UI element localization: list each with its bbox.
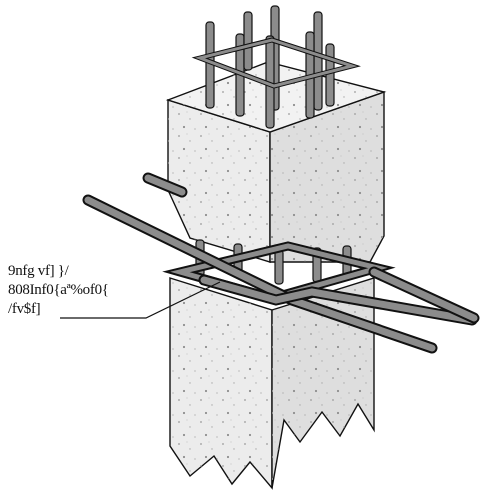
vertical-rebars	[205, 5, 335, 129]
callout-line-3: /fv$f]	[8, 301, 41, 317]
horizontal-rebar-b	[142, 172, 480, 326]
callout-line-2: 808Inf0{aª%of0{	[8, 282, 109, 298]
callout-line-1: 9nfg vf] }/	[8, 263, 69, 279]
lower-column	[169, 277, 375, 490]
callout-label: 9nfg vf] }/ 808Inf0{aª%of0{ /fv$f]	[8, 262, 148, 319]
callout-leader	[60, 281, 221, 319]
